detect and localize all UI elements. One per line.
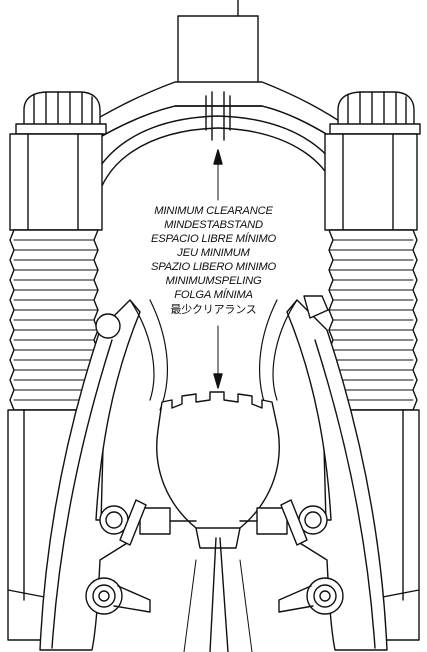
- right-top-cap: [329, 91, 421, 135]
- label-es: ESPACIO LIBRE MÍNIMO: [150, 233, 277, 245]
- right-pad-linkage: [239, 499, 344, 615]
- left-pad-linkage: [85, 499, 197, 615]
- left-top-cap: [15, 91, 107, 135]
- label-ja: 最少クリアランス: [170, 303, 257, 316]
- left-upper-tube: [9, 133, 103, 231]
- label-it: SPAZIO LIBERO MINIMO: [150, 261, 277, 273]
- label-pt: FOLGA MÍNIMA: [174, 289, 253, 301]
- right-upper-tube: [324, 133, 418, 231]
- brake-cable: [183, 537, 253, 652]
- clearance-dimension: [213, 149, 223, 389]
- label-en: MINIMUM CLEARANCE: [154, 205, 273, 217]
- label-fr: JEU MINIMUM: [177, 247, 250, 259]
- label-nl: MINIMUMSPELING: [165, 275, 262, 287]
- fork-crown: [69, 81, 361, 213]
- arrow-down-icon: [213, 373, 223, 389]
- arrow-up-icon: [213, 149, 223, 165]
- tire-profile: [156, 391, 280, 549]
- label-de: MINDESTABSTAND: [164, 219, 263, 231]
